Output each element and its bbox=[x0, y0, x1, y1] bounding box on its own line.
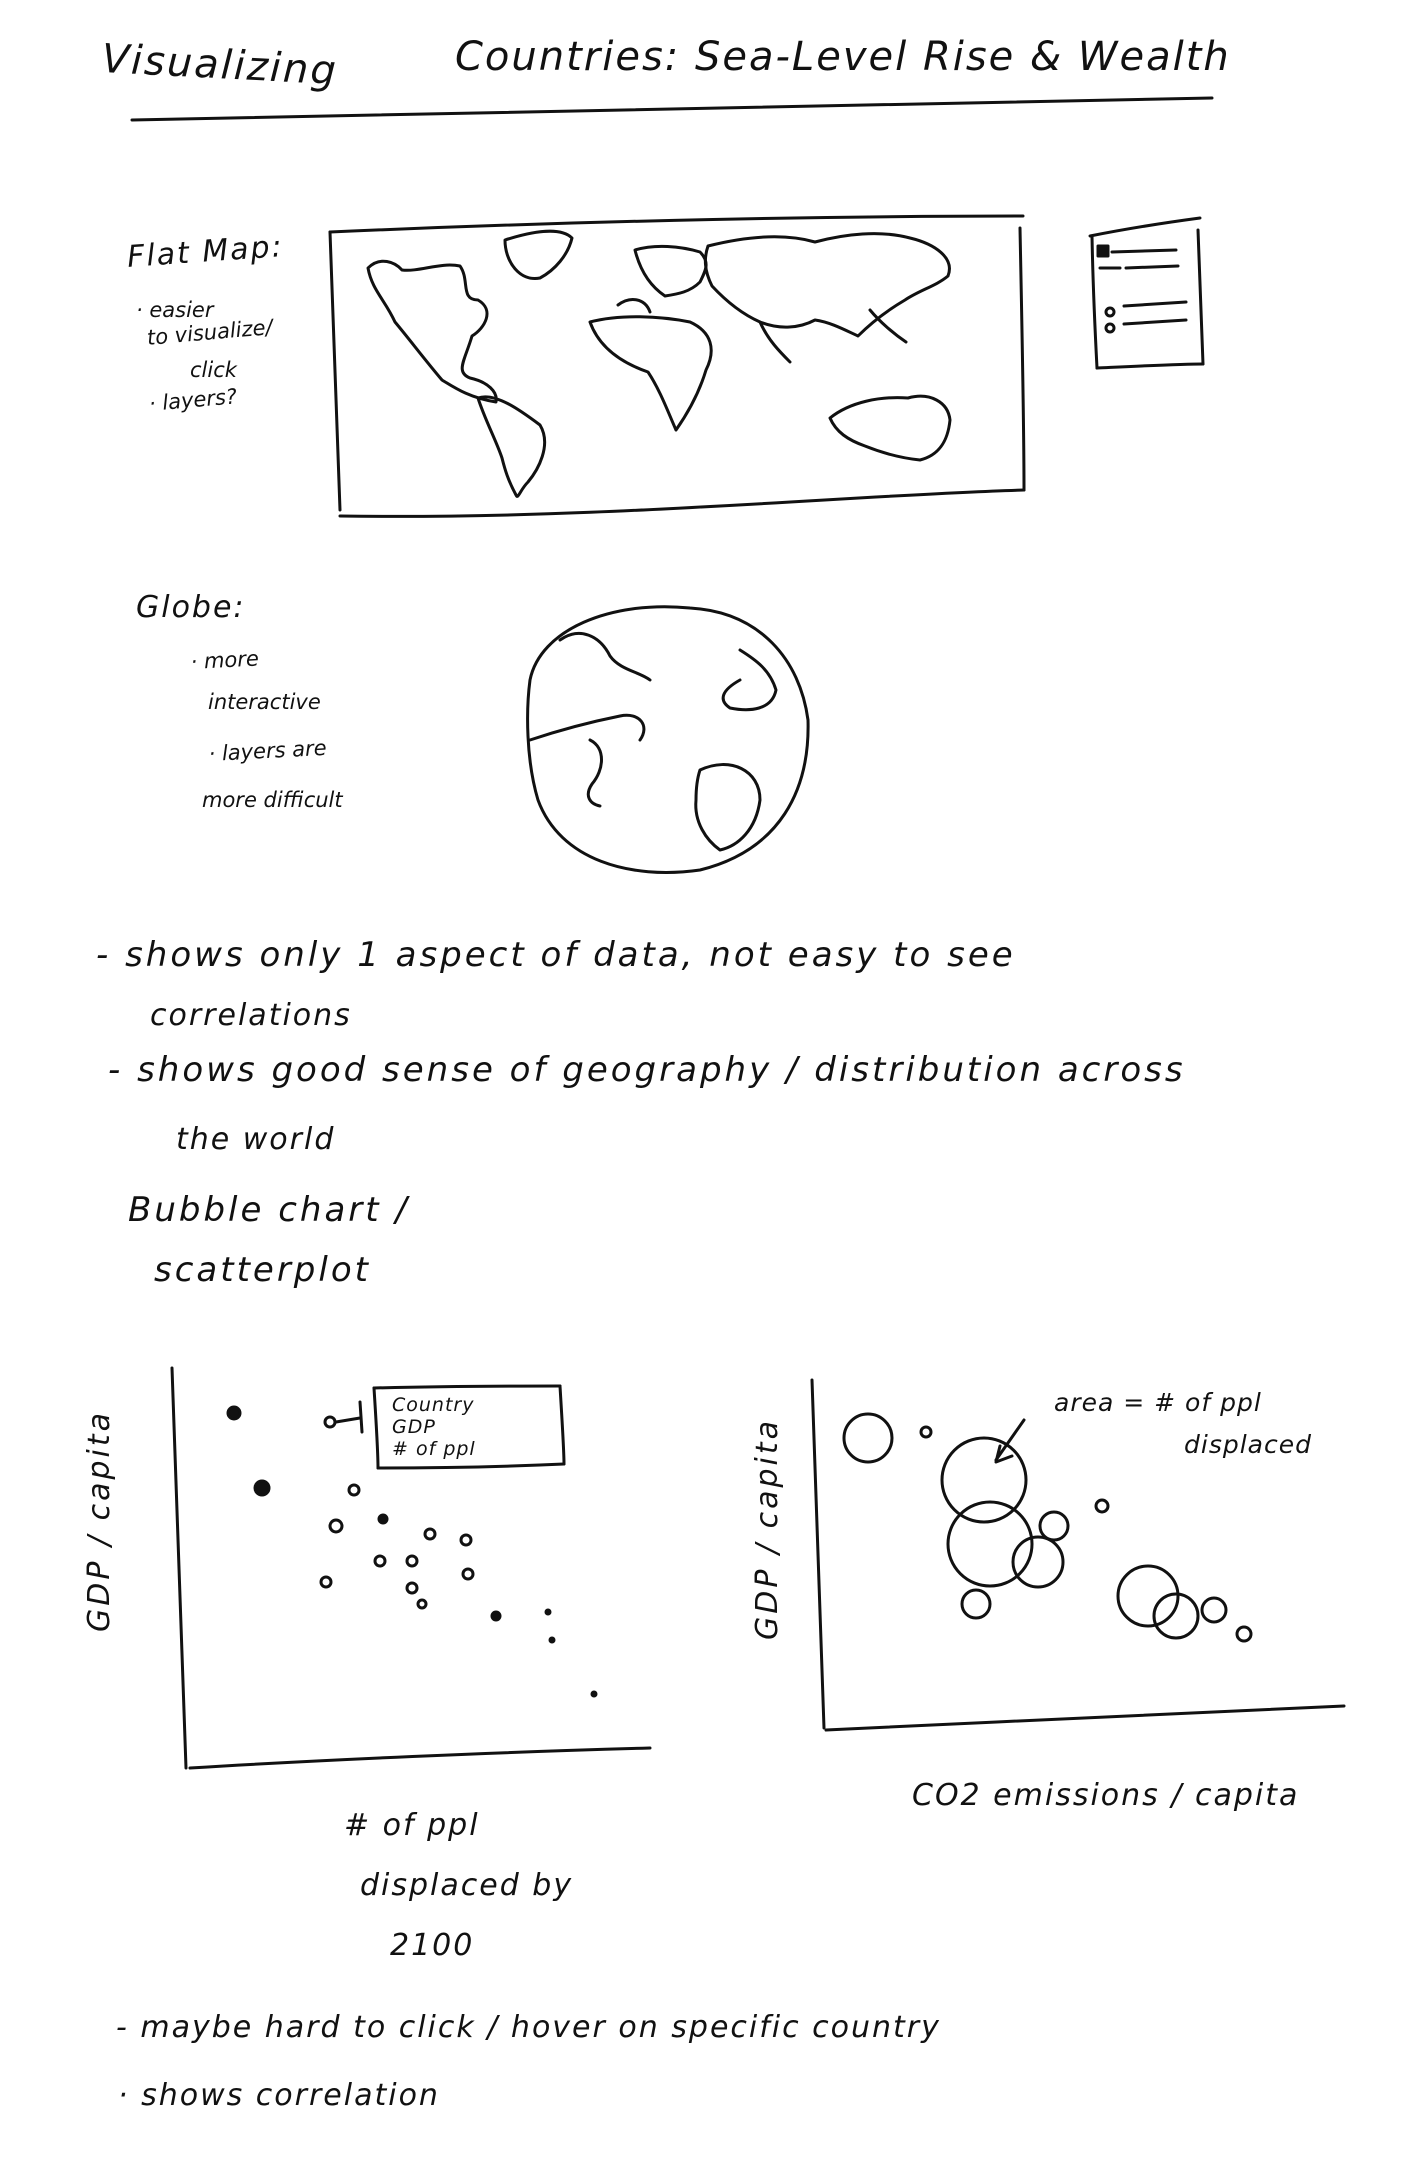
scatter-point-1 bbox=[226, 1405, 242, 1421]
scatter-point-5 bbox=[328, 1518, 344, 1534]
scatter-point-4 bbox=[347, 1483, 361, 1497]
bubble-12 bbox=[1235, 1625, 1253, 1643]
bubble-5 bbox=[1038, 1510, 1070, 1542]
map-note-line-4: the world bbox=[176, 1122, 336, 1157]
globe-bullet-4: more difficult bbox=[202, 788, 343, 812]
bubble-3 bbox=[940, 1436, 1028, 1524]
scatter-point-2 bbox=[253, 1479, 271, 1497]
scatter-point-9 bbox=[373, 1554, 387, 1568]
scatter-chart-sketch bbox=[170, 1366, 652, 1770]
bottom-note-1: - maybe hard to click / hover on specifi… bbox=[116, 2010, 941, 2045]
scatter-point-16 bbox=[544, 1608, 552, 1616]
flat-map-legend-sketch bbox=[1088, 216, 1205, 370]
bubble-11 bbox=[1200, 1596, 1228, 1624]
map-note-line-1: - shows only 1 aspect of data, not easy … bbox=[96, 935, 1016, 975]
scatter-point-13 bbox=[405, 1581, 419, 1595]
bubble-annotation-line-2: displaced bbox=[1184, 1430, 1312, 1459]
bubble-9 bbox=[1116, 1564, 1180, 1628]
map-note-line-2: correlations bbox=[150, 998, 352, 1033]
bottom-note-2: · shows correlation bbox=[118, 2078, 440, 2113]
flat-map-bullet-1: · easier bbox=[136, 298, 214, 322]
scatter-xlabel-line-1: # of ppl bbox=[344, 1808, 480, 1843]
scatter-xlabel-line-3: 2100 bbox=[390, 1928, 475, 1963]
bubble-annotation-line-1: area = # of ppl bbox=[1054, 1388, 1262, 1417]
flat-map-sketch bbox=[328, 214, 1026, 518]
bubble-2 bbox=[919, 1425, 933, 1439]
map-note-line-3: - shows good sense of geography / distri… bbox=[108, 1050, 1186, 1090]
scatter-point-7 bbox=[423, 1527, 437, 1541]
bubble-chart-sketch bbox=[810, 1378, 1346, 1732]
globe-heading: Globe: bbox=[136, 590, 246, 625]
scatter-tooltip-country: Country bbox=[392, 1394, 475, 1416]
title-part-countries: Countries: Sea-Level Rise & Wealth bbox=[455, 34, 1231, 80]
bubble-8 bbox=[960, 1588, 992, 1620]
scatter-point-11 bbox=[319, 1575, 333, 1589]
bubble-heading-line-1: Bubble chart / bbox=[128, 1190, 410, 1230]
scatter-xlabel-line-2: displaced by bbox=[360, 1868, 574, 1903]
title-underline bbox=[130, 96, 1214, 122]
bubble-heading-line-2: scatterplot bbox=[154, 1250, 371, 1290]
scatter-tooltip-gdp: GDP bbox=[392, 1416, 436, 1438]
bubble-7 bbox=[1094, 1498, 1110, 1514]
bubble-xlabel: CO2 emissions / capita bbox=[912, 1778, 1300, 1813]
bubble-4 bbox=[946, 1500, 1034, 1588]
bubble-10 bbox=[1152, 1592, 1200, 1640]
bubble-1 bbox=[842, 1412, 894, 1464]
globe-sketch bbox=[526, 605, 810, 874]
bubble-6 bbox=[1011, 1535, 1065, 1589]
scatter-point-12 bbox=[461, 1567, 475, 1581]
flat-map-bullet-3: click bbox=[190, 358, 237, 382]
scatter-point-15 bbox=[490, 1610, 502, 1622]
scatter-point-17 bbox=[548, 1636, 556, 1644]
globe-bullet-2: interactive bbox=[208, 690, 321, 714]
scatter-point-14 bbox=[416, 1598, 428, 1610]
scatter-point-8 bbox=[459, 1533, 473, 1547]
scatter-point-6 bbox=[377, 1513, 389, 1525]
scatter-point-18 bbox=[590, 1690, 598, 1698]
scatter-tooltip-ppl: # of ppl bbox=[392, 1438, 476, 1460]
scatter-point-10 bbox=[405, 1554, 419, 1568]
